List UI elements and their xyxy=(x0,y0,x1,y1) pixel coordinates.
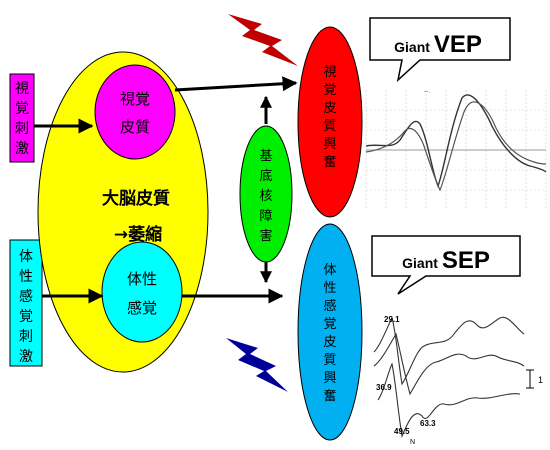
soma-exc-char: 覚 xyxy=(323,317,336,332)
visual-stimulus-char: 視 xyxy=(15,81,29,97)
soma-cortex-label-2: 感覚 xyxy=(127,299,157,317)
vep-suffix: VEP xyxy=(434,31,482,58)
basal-char: 核 xyxy=(259,189,272,204)
sep-prefix: Giant xyxy=(402,255,442,271)
visual-exc-char: 奮 xyxy=(323,155,336,170)
vep-small-mark: ~· xyxy=(424,89,430,96)
sep-trace-3 xyxy=(377,362,521,438)
visual-excitation-ellipse xyxy=(297,26,363,218)
visual-stimulus-char: 刺 xyxy=(15,121,29,137)
sep-peak-top: 29.1 xyxy=(384,315,400,324)
basal-ganglia-ellipse xyxy=(239,125,293,263)
visual-stimulus-label: 視 覚 刺 激 xyxy=(15,81,29,157)
sep-trace-panel: 29.1 36.9 49.5 63.3 N 1 xyxy=(373,315,543,446)
visual-stimulus-char: 激 xyxy=(15,140,29,157)
sep-suffix: SEP xyxy=(442,247,490,274)
basal-char: 害 xyxy=(259,228,272,244)
somatosensory-stimulus-box xyxy=(9,239,43,367)
sep-scale-label: 1 xyxy=(538,375,543,385)
soma-exc-char: 質 xyxy=(323,353,336,368)
soma-stimulus-char: 刺 xyxy=(19,329,33,345)
vep-trace-panel: ~· xyxy=(365,89,547,210)
visual-exc-char: 視 xyxy=(323,65,336,80)
visual-excitation-label: 視 覚 皮 質 興 奮 xyxy=(323,65,336,170)
visual-stimulus-char: 覚 xyxy=(15,101,29,117)
sep-trace-2 xyxy=(373,332,525,396)
soma-stimulus-char: 激 xyxy=(19,348,33,365)
visual-exc-char: 質 xyxy=(323,119,336,134)
sep-peak-n: N xyxy=(410,439,415,446)
visual-output-arrow xyxy=(174,76,298,92)
vep-trace-1 xyxy=(365,94,547,188)
somatosensory-stimulus-label: 体 性 感 覚 刺 激 xyxy=(19,249,33,365)
lightning-bolt-red-icon xyxy=(228,14,298,66)
lightning-bolt-blue-icon xyxy=(226,338,288,392)
soma-stimulus-char: 感 xyxy=(19,288,33,305)
cortex-atrophy-label: →萎縮 xyxy=(114,224,162,245)
soma-exc-char: 興 xyxy=(323,371,336,386)
basal-char: 基 xyxy=(259,149,272,164)
basal-char: 障 xyxy=(259,209,272,224)
soma-stimulus-char: 性 xyxy=(19,269,33,285)
sep-callout-text: Giant SEP xyxy=(402,247,490,274)
vep-callout xyxy=(369,17,511,83)
visual-exc-char: 皮 xyxy=(323,101,336,116)
soma-excitation-ellipse xyxy=(297,223,363,441)
cerebral-cortex-label: 大脳皮質 xyxy=(102,188,170,209)
visual-cortex-label-2: 皮質 xyxy=(120,118,150,136)
vep-trace-2 xyxy=(365,101,547,192)
sep-callout xyxy=(371,235,521,295)
somatosensory-cortex-ellipse xyxy=(101,241,183,343)
soma-excitation-label: 体 性 感 覚 皮 質 興 奮 xyxy=(323,263,336,404)
vep-callout-text: Giant VEP xyxy=(394,31,482,58)
basal-ganglia-label: 基 底 核 障 害 xyxy=(259,149,272,244)
soma-exc-char: 性 xyxy=(323,281,336,296)
visual-cortex-ellipse xyxy=(94,64,176,160)
visual-cortex-label-1: 視覚 xyxy=(120,90,150,108)
basal-char: 底 xyxy=(259,168,272,184)
visual-exc-char: 覚 xyxy=(323,83,336,98)
soma-cortex-label-1: 体性 xyxy=(127,270,157,288)
soma-exc-char: 奮 xyxy=(323,389,336,404)
soma-exc-char: 感 xyxy=(323,298,336,314)
soma-stimulus-char: 覚 xyxy=(19,309,33,325)
soma-exc-char: 体 xyxy=(323,263,336,278)
sep-peak-c: 63.3 xyxy=(420,419,436,428)
sep-trace-1 xyxy=(373,316,525,386)
visual-stimulus-box xyxy=(9,73,35,163)
visual-exc-char: 興 xyxy=(323,137,336,152)
soma-exc-char: 皮 xyxy=(323,335,336,350)
sep-peak-a: 36.9 xyxy=(376,383,392,392)
soma-stimulus-char: 体 xyxy=(19,249,33,265)
vep-prefix: Giant xyxy=(394,39,434,55)
sep-peak-b: 49.5 xyxy=(394,427,410,436)
